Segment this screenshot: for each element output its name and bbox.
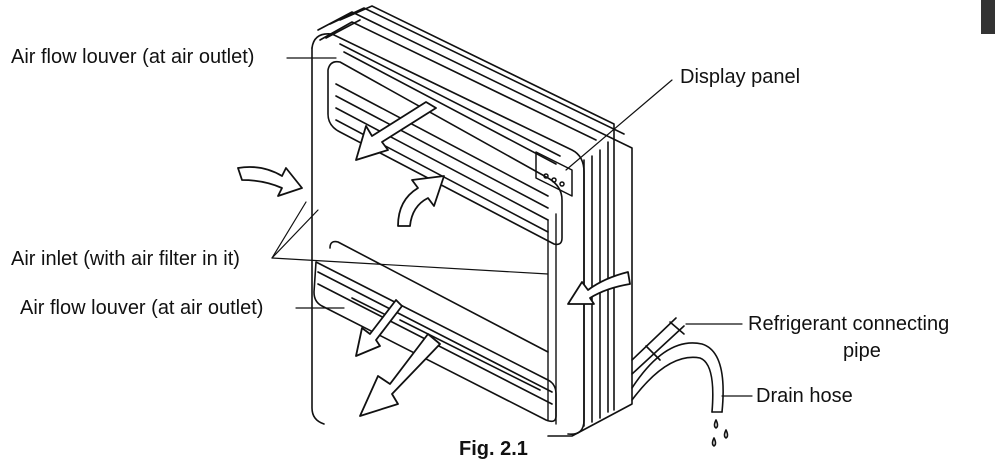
label-air-flow-louver-top: Air flow louver (at air outlet) (11, 46, 255, 68)
air-flow-arrows (237, 101, 631, 417)
arrow-out-top (355, 101, 437, 161)
upper-louver (327, 43, 563, 246)
arrow-out-bottom-2 (359, 333, 441, 417)
label-refrigerant-pipe-line1: Refrigerant connecting (748, 313, 950, 335)
display-panel-graphic (535, 151, 573, 197)
arrow-in-top (397, 175, 445, 227)
label-drain-hose: Drain hose (756, 385, 853, 407)
label-air-inlet: Air inlet (with air filter in it) (11, 248, 240, 270)
figure-caption: Fig. 2.1 (459, 438, 528, 460)
label-refrigerant-pipe-line2: pipe (843, 340, 881, 362)
leader-lines (271, 57, 753, 397)
lower-louver (313, 240, 557, 423)
side-grille (547, 213, 557, 425)
page-edge-tab (981, 0, 995, 34)
unit-casing (311, 5, 633, 437)
drain-hose-graphic (631, 342, 729, 447)
arrow-in-right (567, 271, 631, 305)
arrow-in-left (237, 166, 303, 197)
arrow-out-bottom-1 (355, 299, 403, 357)
refrigerant-pipe-graphic (631, 317, 685, 375)
label-air-flow-louver-bottom: Air flow louver (at air outlet) (20, 297, 264, 319)
label-display-panel: Display panel (680, 66, 801, 88)
